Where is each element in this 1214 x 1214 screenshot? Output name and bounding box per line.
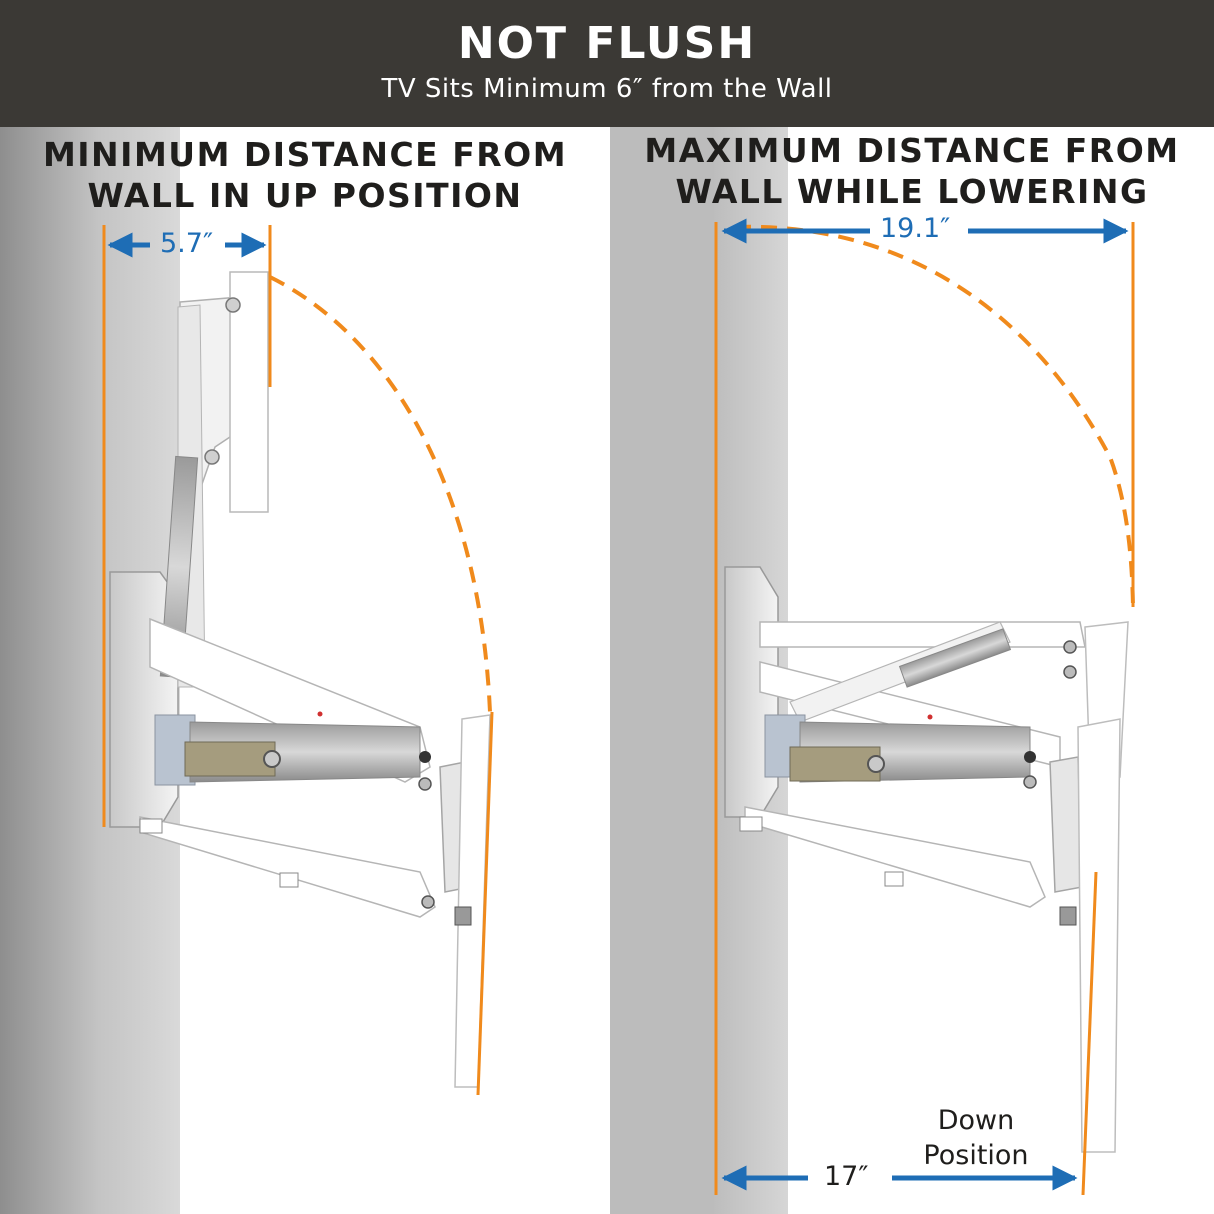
page-title: NOT FLUSH: [457, 18, 757, 69]
right-heading: MAXIMUM DISTANCE FROM WALL WHILE LOWERIN…: [610, 130, 1214, 212]
diagram-stage: MINIMUM DISTANCE FROM WALL IN UP POSITIO…: [0, 127, 1214, 1214]
down-position-label: Down Position: [900, 1103, 1052, 1173]
left-heading-line1: MINIMUM DISTANCE FROM: [42, 135, 568, 174]
page-subtitle: TV Sits Minimum 6″ from the Wall: [381, 74, 833, 104]
right-arc: [734, 224, 1135, 608]
left-dimension-label: 5.7″: [160, 228, 214, 259]
left-mount: [109, 271, 491, 1088]
divider-gap: [600, 127, 610, 1214]
right-wall-dark: [610, 127, 714, 1214]
down-position-line2: Position: [923, 1140, 1029, 1171]
mount-illustration: [0, 127, 1135, 1214]
right-top-dimension-label: 19.1″: [880, 213, 951, 244]
header-banner: NOT FLUSH TV Sits Minimum 6″ from the Wa…: [0, 0, 1214, 127]
left-arc: [269, 275, 492, 713]
left-heading-line2: WALL IN UP POSITION: [87, 176, 523, 215]
left-tv-down-line: [476, 711, 494, 1096]
right-bottom-dimension-label: 17″: [824, 1161, 869, 1192]
down-position-line1: Down: [937, 1105, 1015, 1136]
right-heading-line2: WALL WHILE LOWERING: [675, 172, 1149, 211]
right-down-line: [1081, 871, 1098, 1196]
left-heading: MINIMUM DISTANCE FROM WALL IN UP POSITIO…: [10, 134, 600, 216]
right-mount: [724, 566, 1129, 1153]
right-heading-line1: MAXIMUM DISTANCE FROM: [644, 131, 1180, 170]
